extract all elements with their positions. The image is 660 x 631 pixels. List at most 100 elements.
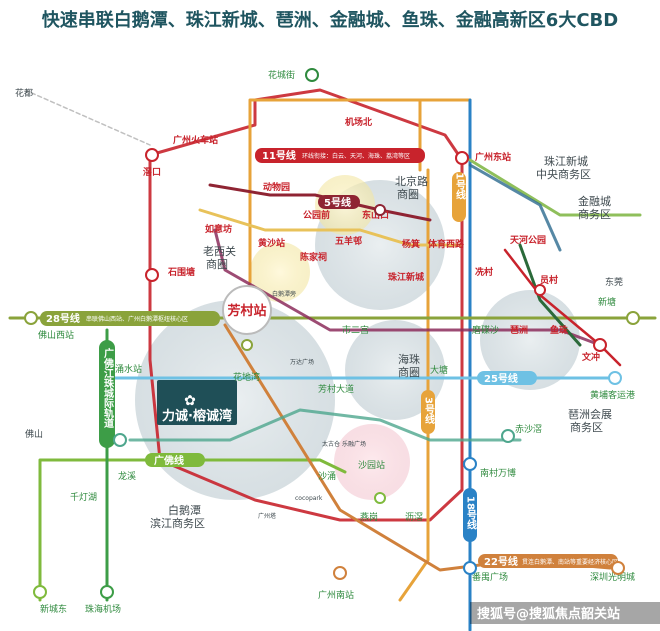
station-pazhou: 琶洲 xyxy=(510,324,528,336)
line-3 xyxy=(248,98,472,602)
svg-text:广佛线: 广佛线 xyxy=(154,454,184,467)
station-guangzhouta: 广州塔 xyxy=(258,512,276,520)
station-xiekou: 滘口 xyxy=(143,166,161,178)
project-logo-icon: ✿ xyxy=(184,393,196,409)
station-lechuang: 乐融广场 xyxy=(342,440,366,448)
station-chishagang: 赤沙滘 xyxy=(515,424,542,435)
project-card: ✿ 力诚·榕诚湾 xyxy=(157,380,237,425)
svg-text:串联佛山西站、广州白鹅潭枢纽核心区: 串联佛山西站、广州白鹅潭枢纽核心区 xyxy=(86,315,188,323)
station-chenjiaci: 陈家祠 xyxy=(300,251,327,263)
svg-text:11号线: 11号线 xyxy=(262,149,296,162)
station-taigu: 太古仓 xyxy=(322,440,340,448)
station-shiweitang: 石围塘 xyxy=(167,266,195,278)
metro-icon xyxy=(501,429,515,443)
station-ruyifang: 如意坊 xyxy=(205,223,232,235)
svg-text:1号线: 1号线 xyxy=(454,173,466,201)
badge-line-25: 25号线 xyxy=(477,371,537,385)
station-panyu: 番禺广场 xyxy=(472,571,508,583)
metro-icon xyxy=(455,151,469,165)
station-foshan: 佛山 xyxy=(25,428,43,440)
area-pazhou: 琶洲会展商务区 xyxy=(568,408,612,434)
metro-icon xyxy=(611,561,625,575)
transfer-icon xyxy=(534,284,546,296)
line-13 xyxy=(468,158,642,217)
badge-line-18: 18号线 xyxy=(463,488,477,542)
project-name: 力诚·榕诚湾 xyxy=(162,408,232,424)
line-guangfo xyxy=(38,458,347,602)
metro-icon xyxy=(626,311,640,325)
metro-icon xyxy=(463,561,477,575)
transfer-icon xyxy=(241,339,253,351)
line-2 xyxy=(468,163,562,252)
line-8 xyxy=(128,408,522,442)
station-coco: cocopark xyxy=(295,495,323,502)
transfer-icon xyxy=(374,492,386,504)
line-1 xyxy=(198,208,462,247)
station-tianhegongyuan: 天河公园 xyxy=(510,234,546,246)
badge-line-11: 11号线 环线衔接：白云、天河、海珠、荔湾等区 xyxy=(255,148,425,163)
metro-icon xyxy=(333,566,347,580)
line-badges: 11号线 环线衔接：白云、天河、海珠、荔湾等区 5号线 28号线 串联佛山西站、… xyxy=(40,148,618,568)
station-markers xyxy=(24,68,640,599)
station-dongguan: 东莞 xyxy=(605,276,623,288)
badge-line-gzrail: 广佛江珠城际轨道 xyxy=(99,340,115,448)
station-yuzhu: 鱼珠 xyxy=(550,324,569,336)
badge-line-3-right: 1号线 xyxy=(452,172,466,222)
metro-icon xyxy=(608,371,622,385)
station-gz-dong: 广州东站 xyxy=(475,151,511,163)
station-yanggang: 燕岗 xyxy=(360,511,378,523)
station-huadiwan: 花地湾 xyxy=(233,371,260,383)
map-title: 快速串联白鹅潭、珠江新城、琶洲、金融城、鱼珠、金融高新区6大CBD xyxy=(42,9,618,31)
bubble-haizhu xyxy=(345,320,445,420)
watermark: 搜狐号@搜狐焦点韶关站 xyxy=(470,602,660,624)
area-beijinglu: 北京路商圈 xyxy=(395,174,428,201)
station-mogangsha: 磨碟沙 xyxy=(472,325,499,336)
hub-fangcun: 芳村站 xyxy=(222,285,272,335)
station-wanda: 万达广场 xyxy=(290,358,314,366)
station-baietan-label: 白鹅潭旁 xyxy=(272,290,296,298)
station-lijiao: 沥滘 xyxy=(405,512,423,523)
area-baietan: 白鹅潭滨江商务区 xyxy=(150,503,205,530)
station-huangbu: 黄埔客运港 xyxy=(590,389,635,401)
station-wuyangcun: 五羊邨 xyxy=(335,235,362,247)
station-shachong: 沙涌 xyxy=(318,471,336,482)
svg-text:广佛江珠城际轨道: 广佛江珠城际轨道 xyxy=(102,347,115,429)
station-jichangbei: 机场北 xyxy=(345,116,372,128)
station-huachengjie: 花城街 xyxy=(268,69,295,81)
station-xiancun: 冼村 xyxy=(475,266,493,278)
station-gz-nan: 广州南站 xyxy=(318,589,354,601)
station-yuancun: 员村 xyxy=(540,274,558,286)
station-xinsu: 新塘 xyxy=(598,296,616,308)
station-yangji: 杨箕 xyxy=(402,238,420,250)
metro-icon xyxy=(24,311,38,325)
badge-line-3: 3号线 xyxy=(421,390,435,434)
metro-icon xyxy=(33,585,47,599)
station-foshanxi: 佛山西站 xyxy=(38,329,74,341)
area-labels: 北京路商圈 老西关商圈 海珠商圈 珠江新城中央商务区 金融城商务区 琶洲会展商务… xyxy=(150,154,612,530)
badge-line-28: 28号线 串联佛山西站、广州白鹅潭枢纽核心区 xyxy=(40,311,220,326)
svg-text:贯连白鹅潭、南站等重要经济核心区: 贯连白鹅潭、南站等重要经济核心区 xyxy=(522,558,618,566)
line-7 xyxy=(503,248,622,367)
bubble-shayuan xyxy=(334,424,410,500)
line-4 xyxy=(518,243,582,347)
station-longxi: 龙溪 xyxy=(118,470,136,482)
station-dongwuyuan: 动物园 xyxy=(263,181,290,193)
svg-text:环线衔接：白云、天河、海珠、荔湾等区: 环线衔接：白云、天河、海珠、荔湾等区 xyxy=(302,152,410,160)
station-qiandenghu: 千灯湖 xyxy=(70,492,97,503)
metro-icon xyxy=(145,148,159,162)
badge-line-22: 22号线 贯连白鹅潭、南站等重要经济核心区 xyxy=(478,554,618,568)
station-huadu: 花都 xyxy=(15,87,33,99)
svg-text:18号线: 18号线 xyxy=(465,496,477,531)
station-wenchong: 文冲 xyxy=(581,351,600,363)
station-shierwei: 市二宫 xyxy=(342,324,369,336)
svg-text:25号线: 25号线 xyxy=(484,372,518,385)
svg-text:3号线: 3号线 xyxy=(423,397,435,425)
metro-icon xyxy=(463,457,477,471)
station-datang: 大塘 xyxy=(430,364,448,376)
metro-icon xyxy=(100,585,114,599)
station-shayuan: 沙园站 xyxy=(358,459,385,471)
transfer-icon xyxy=(374,204,386,216)
line-6 xyxy=(213,228,602,347)
area-laoxiguan: 老西关商圈 xyxy=(203,244,236,271)
